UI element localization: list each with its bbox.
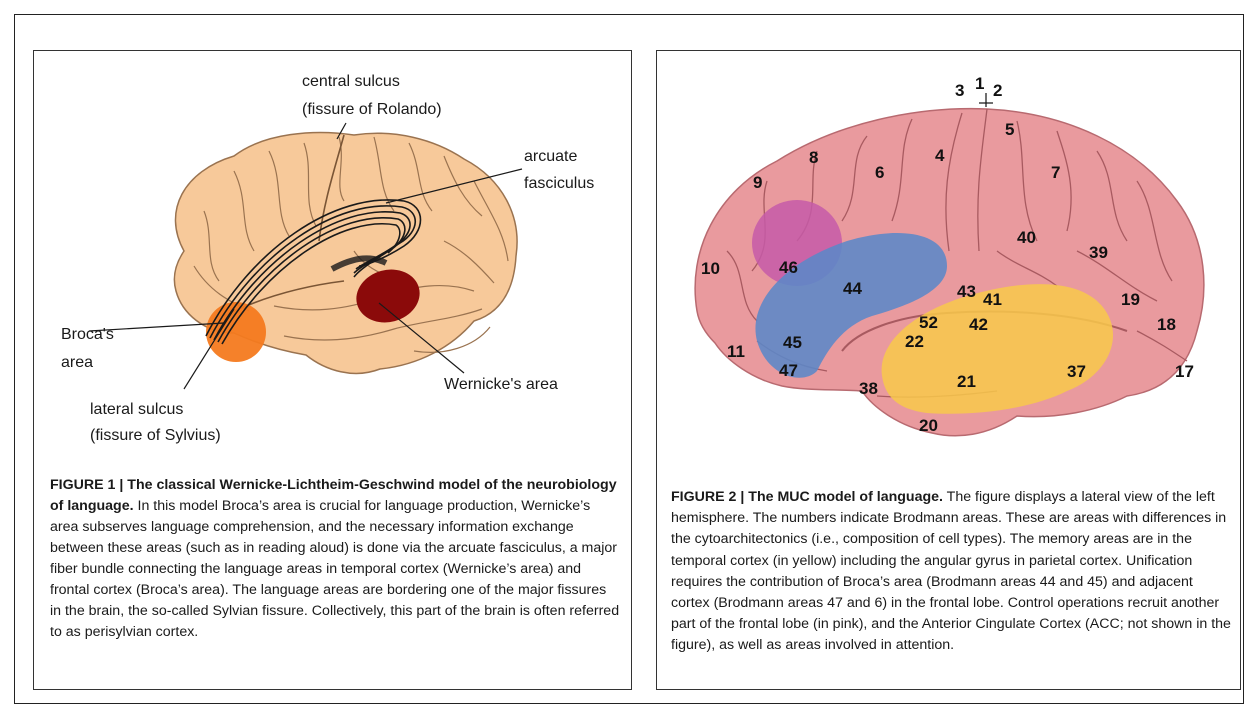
label-wernickes-area: Wernicke's area bbox=[444, 376, 558, 393]
brodmann-41: 41 bbox=[983, 290, 1002, 309]
brodmann-10: 10 bbox=[701, 259, 720, 278]
figure-1-panel: central sulcus (fissure of Rolando) arcu… bbox=[33, 50, 632, 690]
brodmann-2: 2 bbox=[993, 81, 1002, 100]
figure-1-brain-diagram: central sulcus (fissure of Rolando) arcu… bbox=[34, 51, 633, 471]
brodmann-52: 52 bbox=[919, 313, 938, 332]
brodmann-21: 21 bbox=[957, 372, 976, 391]
label-fissure-of-rolando: (fissure of Rolando) bbox=[302, 101, 442, 118]
brodmann-6: 6 bbox=[875, 163, 884, 182]
brodmann-47: 47 bbox=[779, 361, 798, 380]
figure-2-panel: 3 1 2 5 8 4 6 7 9 40 39 10 46 44 43 41 1… bbox=[656, 50, 1241, 690]
brodmann-19: 19 bbox=[1121, 290, 1140, 309]
figure-1-caption-body: In this model Broca’s area is crucial fo… bbox=[50, 498, 619, 640]
brodmann-5: 5 bbox=[1005, 120, 1014, 139]
label-fasciculus: fasciculus bbox=[524, 175, 594, 192]
brodmann-46: 46 bbox=[779, 258, 798, 277]
figure-2-caption: FIGURE 2 | The MUC model of language. Th… bbox=[671, 487, 1231, 657]
brodmann-7: 7 bbox=[1051, 163, 1060, 182]
brodmann-38: 38 bbox=[859, 379, 878, 398]
label-central-sulcus: central sulcus bbox=[302, 73, 400, 90]
brodmann-39: 39 bbox=[1089, 243, 1108, 262]
label-fissure-of-sylvius: (fissure of Sylvius) bbox=[90, 427, 221, 444]
brodmann-1: 1 bbox=[975, 74, 984, 93]
brodmann-3: 3 bbox=[955, 81, 964, 100]
brodmann-11: 11 bbox=[727, 342, 745, 361]
figure-2-caption-title: FIGURE 2 | The MUC model of language. bbox=[671, 489, 943, 505]
label-arcuate: arcuate bbox=[524, 148, 577, 165]
brodmann-45: 45 bbox=[783, 333, 802, 352]
figure-2-brodmann-diagram: 3 1 2 5 8 4 6 7 9 40 39 10 46 44 43 41 1… bbox=[657, 51, 1242, 471]
brodmann-42: 42 bbox=[969, 315, 988, 334]
brodmann-37: 37 bbox=[1067, 362, 1086, 381]
broca-area-region bbox=[206, 302, 266, 362]
brodmann-17: 17 bbox=[1175, 362, 1194, 381]
figure-2-caption-body: The figure displays a lateral view of th… bbox=[671, 489, 1231, 653]
brodmann-22: 22 bbox=[905, 332, 924, 351]
brodmann-8: 8 bbox=[809, 148, 818, 167]
label-brocas-area: area bbox=[61, 354, 93, 371]
brodmann-40: 40 bbox=[1017, 228, 1036, 247]
figure-1-caption: FIGURE 1 | The classical Wernicke-Lichth… bbox=[50, 475, 620, 643]
brodmann-44: 44 bbox=[843, 279, 862, 298]
brodmann-43: 43 bbox=[957, 282, 976, 301]
label-lateral-sulcus: lateral sulcus bbox=[90, 401, 183, 418]
label-brocas: Broca's bbox=[61, 326, 114, 343]
brodmann-4: 4 bbox=[935, 146, 945, 165]
brodmann-20: 20 bbox=[919, 416, 938, 435]
brodmann-9: 9 bbox=[753, 173, 762, 192]
brodmann-18: 18 bbox=[1157, 315, 1176, 334]
